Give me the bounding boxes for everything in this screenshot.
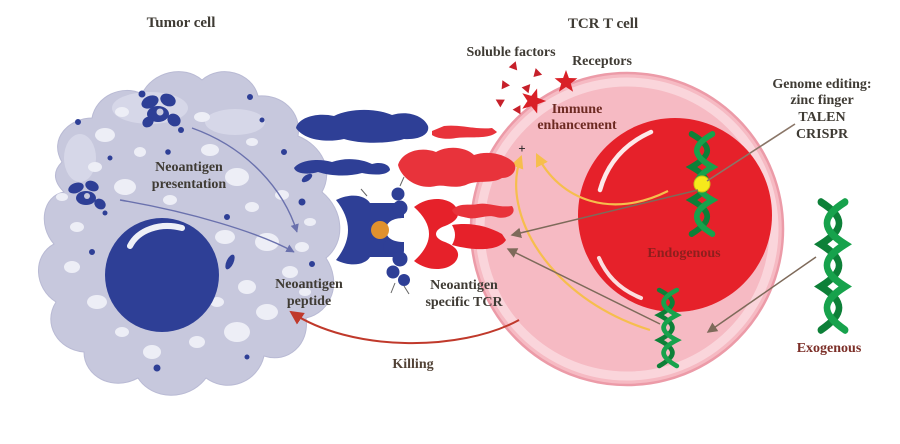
neoantigen-presentation-label: presentation <box>152 177 227 192</box>
tcr-molecule <box>414 198 459 270</box>
signal-stalk-lines <box>360 176 410 295</box>
proteasome-complex-icon <box>68 180 108 216</box>
adhesion-molecule-blue <box>294 159 390 176</box>
signal-arrow-yellow <box>510 154 651 332</box>
neoantigen-specific-tcr-label: Neoantigen <box>430 278 498 293</box>
neoantigen-peptide-label: peptide <box>287 294 331 309</box>
soluble-factor-triangle-icon <box>521 81 534 94</box>
soluble-factor-triangle-icon <box>531 67 543 78</box>
neoantigen-peptide-dot <box>371 221 389 239</box>
neoantigen-specific-tcr-label: specific TCR <box>425 295 503 310</box>
genome-editing-label: zinc finger <box>790 93 853 108</box>
receptors-label: Receptors <box>572 54 632 69</box>
ligand-molecule-red <box>432 125 497 139</box>
soluble-factors-label: Soluble factors <box>466 45 556 60</box>
exogenous-to-cell-arrow <box>706 256 817 333</box>
tcr-stem <box>452 224 506 250</box>
endogenous-label: Endogenous <box>647 246 721 261</box>
genome-editing-label: Genome editing: <box>772 77 871 92</box>
immune-synapse <box>294 109 516 295</box>
signal-arrow-yellow <box>536 153 669 206</box>
labels: Tumor cell TCR T cell Soluble factors Re… <box>147 15 872 372</box>
ligand-molecule-red <box>398 147 516 187</box>
tumor-nucleus <box>105 218 219 332</box>
neoantigen-presentation-label: Neoantigen <box>155 160 223 175</box>
immune-enhancement-label: enhancement <box>537 118 617 133</box>
presentation-arrow <box>119 199 295 253</box>
granule-lens <box>225 254 235 270</box>
killing-label: Killing <box>392 357 433 372</box>
soluble-factor-triangle-icon <box>508 59 520 71</box>
genome-editing-label: CRISPR <box>796 127 849 142</box>
proteasome-complex-icon <box>141 93 184 133</box>
endogenous-to-tcr-arrow <box>510 189 699 238</box>
t-cell-nucleus <box>578 118 772 312</box>
exogenous-label: Exogenous <box>797 341 862 356</box>
t-cell-nucleus-highlight <box>597 129 654 193</box>
soluble-factor-triangle-icon <box>501 80 511 90</box>
tumor-cell-title: Tumor cell <box>147 15 216 31</box>
genome-edit-site-dot-icon <box>693 175 711 193</box>
neoantigen-peptide-label: Neoantigen <box>275 277 343 292</box>
tumor-nucleus-highlight <box>127 223 185 249</box>
presentation-arrow <box>191 127 299 233</box>
enhancement-plus-sign: + <box>518 141 525 156</box>
coreceptor-chain-blue <box>383 187 410 286</box>
tumor-cell <box>38 71 341 396</box>
genome-editing-label: TALEN <box>798 110 845 125</box>
membrane-squiggle-red <box>452 203 514 219</box>
immune-enhancement-label: Immune <box>552 102 603 117</box>
adhesion-molecule-blue <box>296 109 429 143</box>
t-cell <box>469 71 817 387</box>
genome-editing-pointer-line <box>706 123 796 182</box>
dna-helix-exogenous-icon <box>821 202 845 330</box>
killing-arrow <box>289 310 520 344</box>
cytoplasm-dna-to-tcr-arrow <box>506 248 661 325</box>
tcr-t-cell-title: TCR T cell <box>568 16 638 32</box>
granule-lens <box>301 173 313 183</box>
soluble-factor-triangle-icon <box>493 95 505 108</box>
t-cell-nucleus-highlight <box>597 256 643 300</box>
